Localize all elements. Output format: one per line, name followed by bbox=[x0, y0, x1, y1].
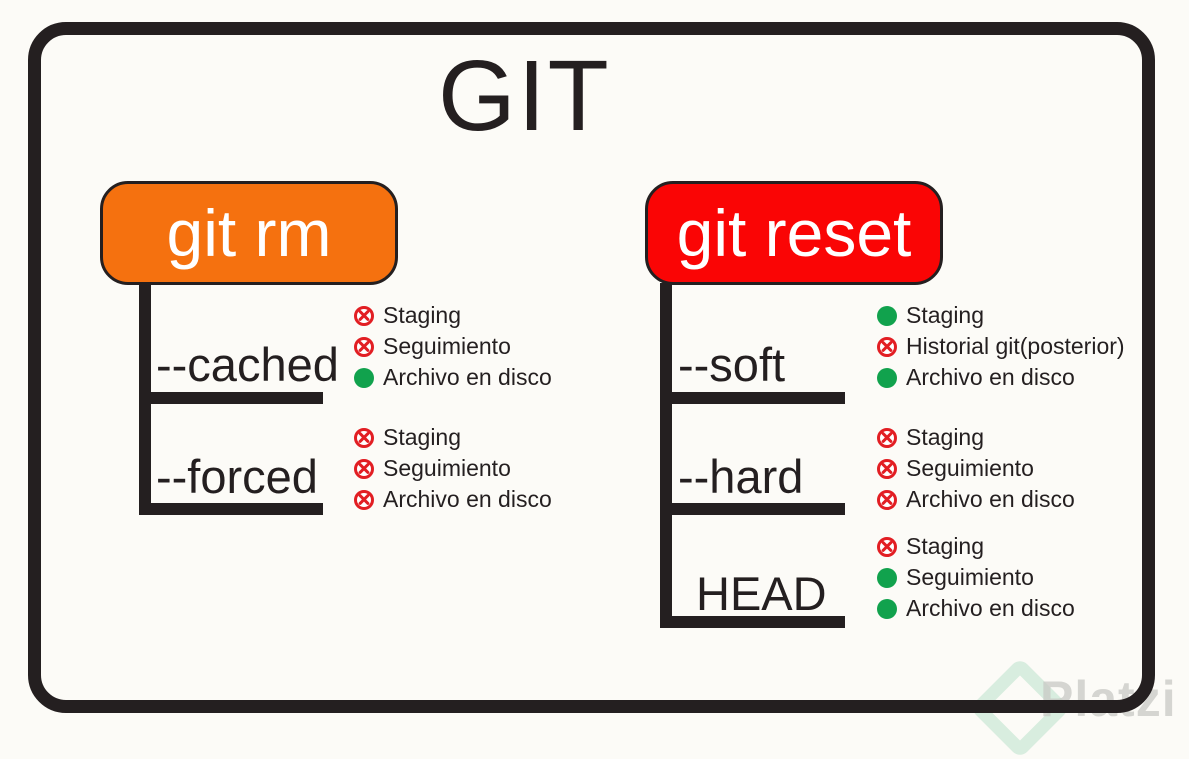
effect-row: Staging bbox=[877, 300, 1125, 331]
git-reset-label: git reset bbox=[676, 196, 912, 270]
effect-row: Archivo en disco bbox=[877, 484, 1075, 515]
effect-row: Staging bbox=[877, 531, 1075, 562]
git-rm-label: git rm bbox=[166, 196, 332, 270]
effect-row: Archivo en disco bbox=[354, 484, 552, 515]
effect-row: Seguimiento bbox=[877, 562, 1075, 593]
kept-circle-icon bbox=[354, 367, 374, 388]
effects-list-forced: Staging Seguimiento Archivo en disco bbox=[354, 422, 552, 515]
effect-text: Archivo en disco bbox=[906, 595, 1075, 621]
option-label-forced: --forced bbox=[156, 450, 318, 503]
effect-row: Historial git(posterior) bbox=[877, 331, 1125, 362]
effect-text: Staging bbox=[383, 424, 462, 450]
git-reset-node: git reset bbox=[645, 181, 943, 285]
effect-row: Seguimiento bbox=[877, 453, 1075, 484]
effect-text: Staging bbox=[383, 302, 462, 328]
kept-circle-icon bbox=[877, 367, 897, 388]
effects-list-soft: Staging Historial git(posterior) Archivo… bbox=[877, 300, 1125, 393]
kept-circle-icon bbox=[877, 305, 897, 326]
removed-crossed-circle-icon bbox=[354, 305, 374, 326]
effect-text: Seguimiento bbox=[383, 455, 511, 481]
removed-crossed-circle-icon bbox=[354, 336, 374, 357]
effects-list-hard: Staging Seguimiento Archivo en disco bbox=[877, 422, 1075, 515]
effect-text: Seguimiento bbox=[383, 333, 511, 359]
outer-border bbox=[28, 22, 1155, 713]
tree-line-branch bbox=[660, 392, 845, 404]
effects-list-cached: Staging Seguimiento Archivo en disco bbox=[354, 300, 552, 393]
kept-circle-icon bbox=[877, 567, 897, 588]
tree-line-vertical bbox=[660, 283, 672, 628]
effect-text: Archivo en disco bbox=[383, 486, 552, 512]
effect-text: Archivo en disco bbox=[906, 364, 1075, 390]
effect-text: Historial git(posterior) bbox=[906, 333, 1125, 359]
effect-row: Seguimiento bbox=[354, 331, 552, 362]
git-rm-node: git rm bbox=[100, 181, 398, 285]
option-label-soft: --soft bbox=[678, 338, 786, 391]
removed-crossed-circle-icon bbox=[354, 458, 374, 479]
kept-circle-icon bbox=[877, 598, 897, 619]
removed-crossed-circle-icon bbox=[354, 489, 374, 510]
removed-crossed-circle-icon bbox=[877, 427, 897, 448]
removed-crossed-circle-icon bbox=[877, 536, 897, 557]
effect-row: Archivo en disco bbox=[877, 362, 1125, 393]
effect-row: Staging bbox=[354, 422, 552, 453]
tree-line-branch bbox=[660, 616, 845, 628]
effect-row: Staging bbox=[354, 300, 552, 331]
effect-text: Archivo en disco bbox=[906, 486, 1075, 512]
removed-crossed-circle-icon bbox=[354, 427, 374, 448]
tree-line-branch bbox=[139, 503, 323, 515]
effects-list-head: Staging Seguimiento Archivo en disco bbox=[877, 531, 1075, 624]
removed-crossed-circle-icon bbox=[877, 336, 897, 357]
effect-text: Seguimiento bbox=[906, 455, 1034, 481]
effect-row: Archivo en disco bbox=[354, 362, 552, 393]
effect-row: Staging bbox=[877, 422, 1075, 453]
option-label-hard: --hard bbox=[678, 450, 804, 503]
effect-text: Seguimiento bbox=[906, 564, 1034, 590]
tree-line-branch bbox=[660, 503, 845, 515]
effect-text: Staging bbox=[906, 533, 985, 559]
option-label-cached: --cached bbox=[156, 338, 339, 391]
tree-line-branch bbox=[139, 392, 323, 404]
effect-text: Staging bbox=[906, 424, 985, 450]
effect-text: Archivo en disco bbox=[383, 364, 552, 390]
page-title: GIT bbox=[438, 40, 611, 152]
option-label-head: HEAD bbox=[696, 567, 827, 620]
removed-crossed-circle-icon bbox=[877, 458, 897, 479]
effect-text: Staging bbox=[906, 302, 985, 328]
effect-row: Seguimiento bbox=[354, 453, 552, 484]
effect-row: Archivo en disco bbox=[877, 593, 1075, 624]
removed-crossed-circle-icon bbox=[877, 489, 897, 510]
